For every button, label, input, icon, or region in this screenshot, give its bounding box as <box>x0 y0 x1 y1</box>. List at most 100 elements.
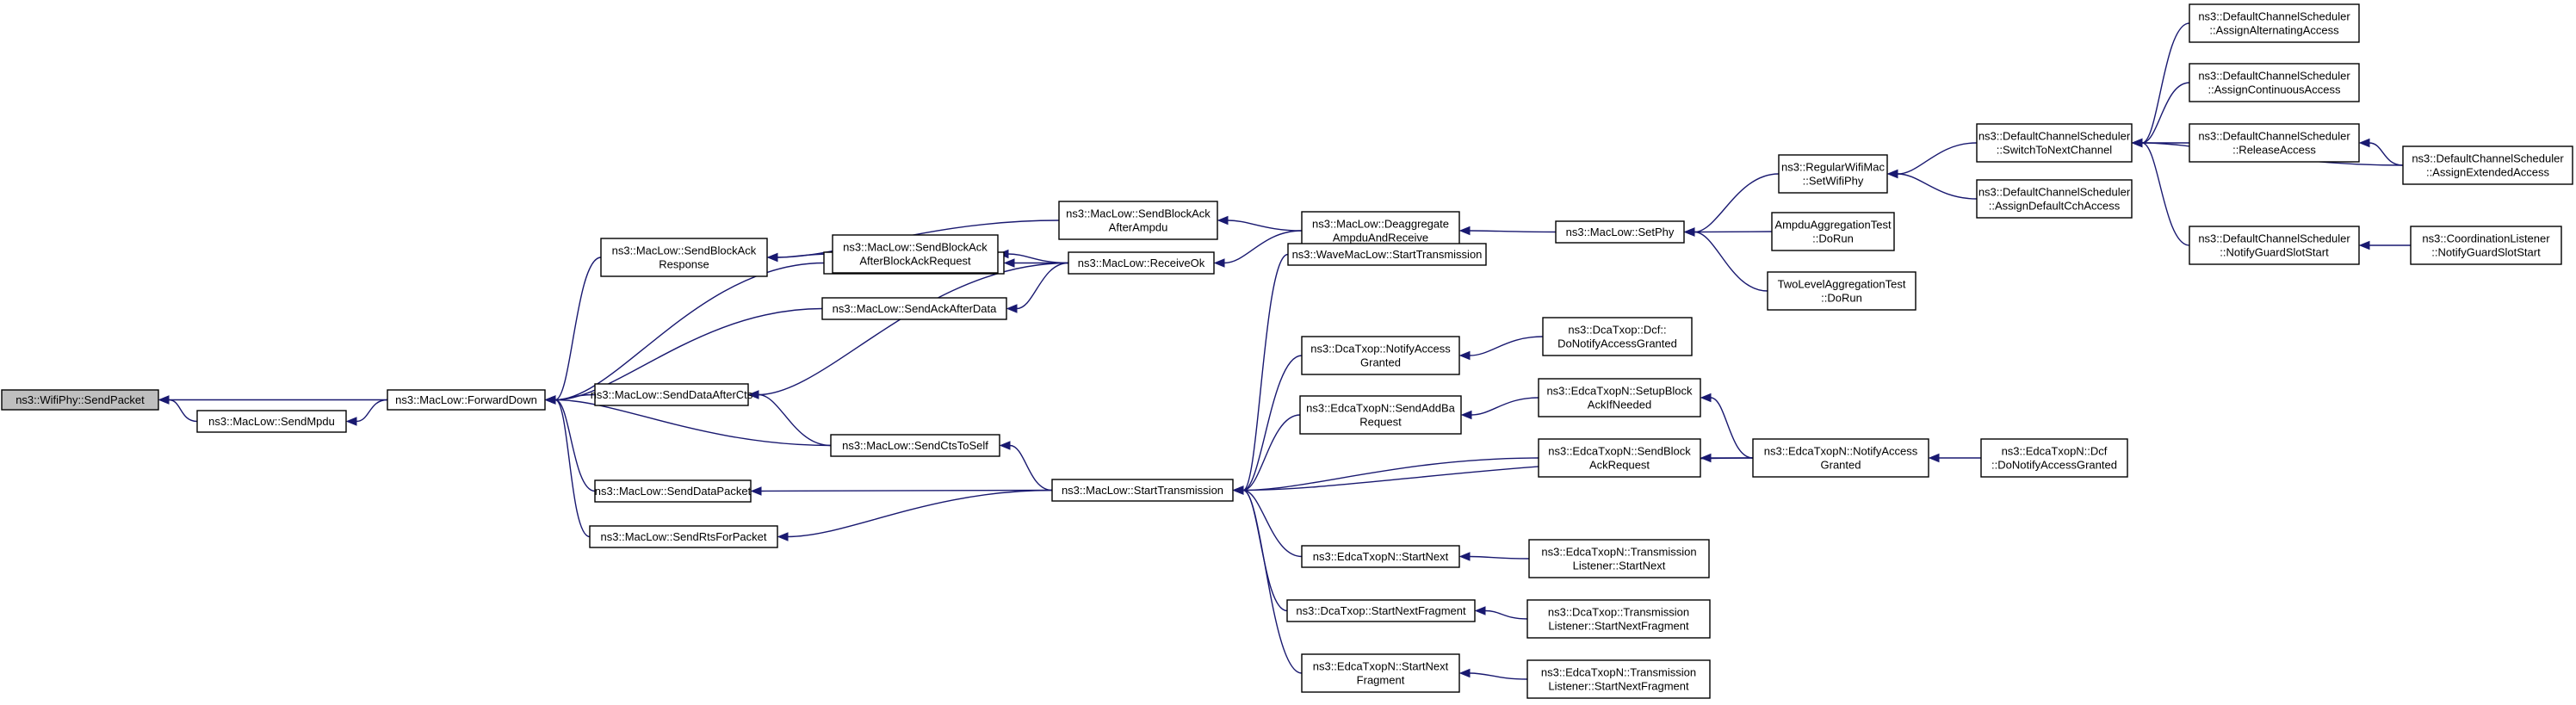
node-ns3-edcatxopn-notifyaccessgranted[interactable]: ns3::EdcaTxopN::NotifyAccessGranted <box>1752 438 1929 478</box>
node-ns3-dcatxop-dcf-donotifyaccessgranted[interactable]: ns3::DcaTxop::Dcf::DoNotifyAccessGranted <box>1542 317 1693 356</box>
node-ns3-defaultchannelscheduler-notifyguardslotstart[interactable]: ns3::DefaultChannelScheduler::NotifyGuar… <box>2189 226 2360 265</box>
node-box <box>594 479 752 503</box>
node-ns3-edcatxopn-dcf-donotifyaccessgranted[interactable]: ns3::EdcaTxopN::Dcf::DoNotifyAccessGrant… <box>1980 438 2128 478</box>
node-ns3-maclow-senddataaftercts[interactable]: ns3::MacLow::SendDataAfterCts <box>591 383 753 406</box>
node-box <box>832 234 999 274</box>
edge-arrowhead <box>1886 169 1898 179</box>
node-ns3-maclow-setphy[interactable]: ns3::MacLow::SetPhy <box>1555 220 1685 244</box>
node-label: ns3::EdcaTxopN::NotifyAccess <box>1764 445 1918 458</box>
edge-arrowhead <box>2358 138 2370 148</box>
node-ns3-defaultchannelscheduler-assignextendedaccess[interactable]: ns3::DefaultChannelScheduler::AssignExte… <box>2402 145 2573 185</box>
node-ns3-defaultchannelscheduler-assignalternatingaccess[interactable]: ns3::DefaultChannelScheduler::AssignAlte… <box>2189 3 2360 43</box>
node-box <box>2402 145 2573 185</box>
edge-n16-n22 <box>1469 336 1544 356</box>
node-box <box>594 383 749 406</box>
edge-n6-n12 <box>758 262 1069 396</box>
node-box <box>1767 271 1917 311</box>
node-box <box>1286 599 1476 622</box>
node-ns3-defaultchannelscheduler-assigncontinuousaccess[interactable]: ns3::DefaultChannelScheduler::AssignCont… <box>2189 63 2360 102</box>
node-box <box>1555 220 1685 244</box>
node-ns3-defaultchannelscheduler-releaseaccess[interactable]: ns3::DefaultChannelScheduler::ReleaseAcc… <box>2189 123 2360 163</box>
node-ns3-dcatxop-startnextfragment[interactable]: ns3::DcaTxop::StartNextFragment <box>1286 599 1476 622</box>
edge-n2-n8 <box>554 399 596 492</box>
node-ns3-maclow-receiveok[interactable]: ns3::MacLow::ReceiveOk <box>1068 251 1215 275</box>
node-box <box>1301 653 1460 693</box>
node-ns3-edcatxopn-transmissionlistener-startnext[interactable]: ns3::EdcaTxopN::TransmissionListener::St… <box>1528 539 1710 578</box>
node-box <box>2189 63 2360 102</box>
edge-n2-n9 <box>554 399 591 538</box>
node-ns3-edcatxopn-startnext[interactable]: ns3::EdcaTxopN::StartNext <box>1301 545 1460 568</box>
edge-n10-n14 <box>1227 220 1303 232</box>
node-label: ns3::EdcaTxopN::StartNext <box>1313 660 1449 673</box>
edge-arrowhead <box>1217 215 1229 226</box>
edge-n21-n30 <box>1694 231 1768 292</box>
edge-n6-n7 <box>758 393 832 447</box>
node-ns3-maclow-forwarddown[interactable]: ns3::MacLow::ForwardDown <box>387 389 546 411</box>
node-box <box>1538 378 1701 417</box>
node-label: ns3::MacLow::SendAckAfterData <box>833 302 998 315</box>
node-label: ns3::RegularWifiMac <box>1781 161 1885 174</box>
edge-arrowhead <box>1003 258 1015 268</box>
node-ns3-maclow-sendblockackafterblockackrequest[interactable]: ns3::MacLow::SendBlockAckAfterBlockAckRe… <box>832 234 999 274</box>
edge-n13-n17 <box>1242 414 1301 492</box>
edge-arrowhead <box>1458 552 1471 561</box>
node-label: ns3::EdcaTxopN::Transmission <box>1541 666 1696 679</box>
edge-arrowhead <box>999 441 1011 450</box>
node-ns3-maclow-sendctstoself[interactable]: ns3::MacLow::SendCtsToSelf <box>830 434 1000 457</box>
node-box <box>600 238 768 277</box>
node-ns3-dcatxop-notifyaccessgranted[interactable]: ns3::DcaTxop::NotifyAccessGranted <box>1301 336 1460 375</box>
node-ns3-dcatxop-transmissionlistener-startnextfragment[interactable]: ns3::DcaTxop::TransmissionListener::Star… <box>1526 599 1711 639</box>
node-ns3-maclow-senddatapacket[interactable]: ns3::MacLow::SendDataPacket <box>594 479 752 503</box>
node-box <box>1068 251 1215 275</box>
node-label: ns3::DefaultChannelScheduler <box>2198 10 2350 23</box>
edge-arrowhead <box>1232 485 1244 495</box>
edge-arrowhead <box>1458 668 1471 678</box>
edge-n12-n14 <box>1223 230 1303 264</box>
edge-n32-n38 <box>2141 142 2190 246</box>
node-ns3-edcatxopn-transmissionlistener-startnextfragment[interactable]: ns3::EdcaTxopN::TransmissionListener::St… <box>1526 659 1711 699</box>
edge-n32-n36 <box>2141 82 2190 144</box>
node-ns3-edcatxopn-startnextfragment[interactable]: ns3::EdcaTxopN::StartNextFragment <box>1301 653 1460 693</box>
node-box <box>1528 539 1710 578</box>
edge-layer <box>158 22 2411 680</box>
edge-n28-n32 <box>1897 142 1978 175</box>
edge-arrowhead <box>544 395 556 405</box>
node-ns3-regularwifimac-setwifiphy[interactable]: ns3::RegularWifiMac::SetWifiPhy <box>1778 154 1888 194</box>
node-box <box>2189 123 2360 163</box>
node-ns3-wavemaclow-starttransmission[interactable]: ns3::WaveMacLow::StartTransmission <box>1287 243 1487 266</box>
edge-n7-n13 <box>1009 444 1053 492</box>
node-label: AckIfNeeded <box>1588 399 1651 411</box>
node-box <box>1538 438 1701 478</box>
node-layer: ns3::WifiPhy::SendPacketns3::MacLow::Sen… <box>1 3 2573 699</box>
node-ns3-coordinationlistener-notifyguardslotstart[interactable]: ns3::CoordinationListener::NotifyGuardSl… <box>2410 226 2562 265</box>
node-label: Listener::StartNext <box>1573 560 1666 572</box>
node-box <box>1299 395 1462 435</box>
edge-n13-n15 <box>1242 253 1289 492</box>
node-ns3-maclow-starttransmission[interactable]: ns3::MacLow::StartTransmission <box>1051 479 1234 502</box>
edge-arrowhead <box>1683 227 1695 237</box>
node-ns3-maclow-sendackafterdata[interactable]: ns3::MacLow::SendAckAfterData <box>821 297 1007 320</box>
node-ns3-wifiphy-sendpacket[interactable]: ns3::WifiPhy::SendPacket <box>1 389 159 411</box>
node-ns3-defaultchannelscheduler-switchtonextchannel[interactable]: ns3::DefaultChannelScheduler::SwitchToNe… <box>1976 123 2133 163</box>
edge-arrowhead <box>747 390 759 399</box>
node-box <box>1771 212 1895 251</box>
edge-arrowhead <box>1458 350 1471 361</box>
node-ns3-maclow-sendmpdu[interactable]: ns3::MacLow::SendMpdu <box>196 410 347 433</box>
node-box <box>1301 336 1460 375</box>
edge-n13-n24 <box>1242 457 1539 492</box>
node-label: ns3::MacLow::SendMpdu <box>208 415 335 428</box>
edge-arrowhead <box>1700 453 1712 463</box>
node-box <box>1051 479 1234 502</box>
node-twolevelaggregationtest-dorun[interactable]: TwoLevelAggregationTest::DoRun <box>1767 271 1917 311</box>
edge-n13-n18 <box>1242 489 1303 558</box>
node-ns3-defaultchannelscheduler-assigndefaultcchaccess[interactable]: ns3::DefaultChannelScheduler::AssignDefa… <box>1976 179 2133 219</box>
node-label: ns3::MacLow::SendRtsForPacket <box>601 530 767 543</box>
node-ns3-maclow-sendrtsforpacket[interactable]: ns3::MacLow::SendRtsForPacket <box>589 525 778 548</box>
node-ampduaggregationtest-dorun[interactable]: AmpduAggregationTest::DoRun <box>1771 212 1895 251</box>
